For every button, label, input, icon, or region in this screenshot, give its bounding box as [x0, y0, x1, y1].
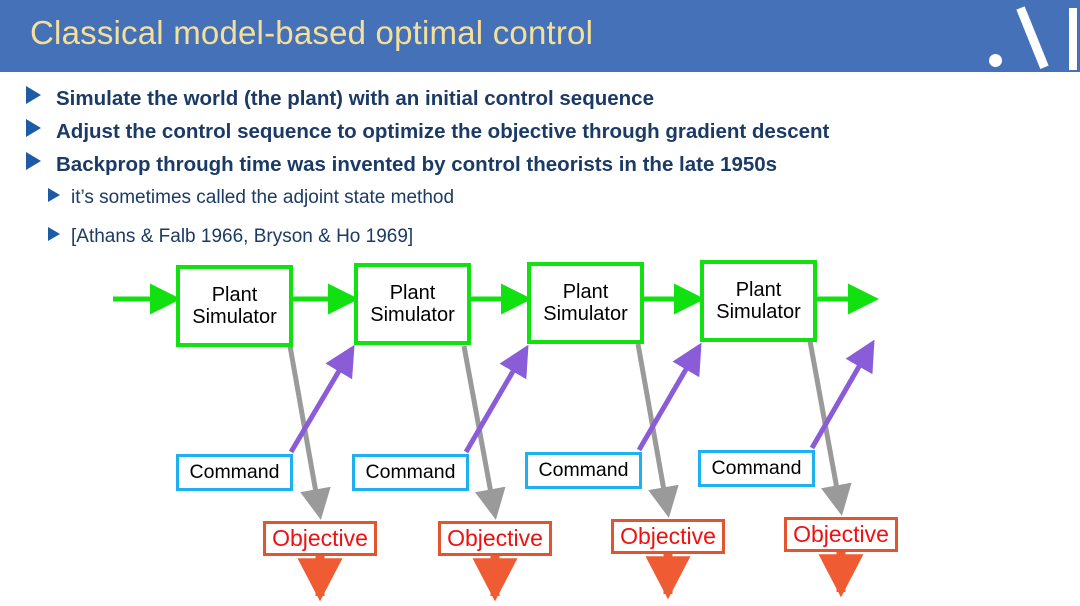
- bullet-triangle-icon: [26, 86, 41, 104]
- command-label: Command: [711, 457, 802, 479]
- command-label: Command: [538, 459, 629, 481]
- command-node-4[interactable]: Command: [698, 450, 815, 487]
- command-label: Command: [189, 461, 280, 483]
- plant-simulator-label: Plant Simulator: [192, 283, 277, 328]
- bullet-triangle-icon: [48, 227, 60, 241]
- command-node-1[interactable]: Command: [176, 454, 293, 491]
- logo-dot-icon: [989, 54, 1002, 67]
- plant-simulator-node-2[interactable]: Plant Simulator: [354, 263, 471, 345]
- bullet-text: [Athans & Falb 1966, Bryson & Ho 1969]: [71, 226, 414, 247]
- bullet-text: Backprop through time was invented by co…: [56, 153, 778, 176]
- loss-output-arrows: [297, 552, 864, 602]
- bullet-item-4: [Athans & Falb 1966, Bryson & Ho 1969]: [48, 226, 413, 248]
- command-node-2[interactable]: Command: [352, 454, 469, 491]
- command-node-3[interactable]: Command: [525, 452, 642, 489]
- ai-brand-logo: [950, 0, 1080, 72]
- bullet-triangle-icon: [26, 119, 41, 137]
- slide-header: Classical model-based optimal control: [0, 0, 1080, 72]
- bullet-text: Adjust the control sequence to optimize …: [56, 120, 830, 143]
- page-title: Classical model-based optimal control: [30, 14, 594, 51]
- bullet-item-3: it’s sometimes called the adjoint state …: [48, 187, 454, 209]
- bullet-triangle-icon: [48, 188, 60, 202]
- bullet-text: Simulate the world (the plant) with an i…: [56, 87, 654, 110]
- objective-node-3[interactable]: Objective: [611, 519, 725, 554]
- objective-node-4[interactable]: Objective: [784, 517, 898, 552]
- plant-simulator-label: Plant Simulator: [543, 280, 628, 325]
- bullet-item-0: Simulate the world (the plant) with an i…: [26, 86, 654, 111]
- objective-node-1[interactable]: Objective: [263, 521, 377, 556]
- bullet-triangle-icon: [26, 152, 41, 170]
- plant-simulator-label: Plant Simulator: [370, 281, 455, 326]
- bullet-item-1: Adjust the control sequence to optimize …: [26, 119, 830, 144]
- logo-vertical-bar-icon: [1069, 8, 1077, 70]
- objective-label: Objective: [620, 523, 716, 549]
- plant-simulator-node-4[interactable]: Plant Simulator: [700, 260, 817, 342]
- plant-simulator-node-1[interactable]: Plant Simulator: [176, 265, 293, 347]
- objective-label: Objective: [272, 525, 368, 551]
- plant-simulator-node-3[interactable]: Plant Simulator: [527, 262, 644, 344]
- bullet-text: it’s sometimes called the adjoint state …: [71, 187, 455, 208]
- command-arrows: [288, 339, 875, 454]
- command-label: Command: [365, 461, 456, 483]
- objective-label: Objective: [793, 521, 889, 547]
- objective-node-2[interactable]: Objective: [438, 521, 552, 556]
- bullet-item-2: Backprop through time was invented by co…: [26, 152, 778, 177]
- plant-simulator-label: Plant Simulator: [716, 278, 801, 323]
- objective-label: Objective: [447, 525, 543, 551]
